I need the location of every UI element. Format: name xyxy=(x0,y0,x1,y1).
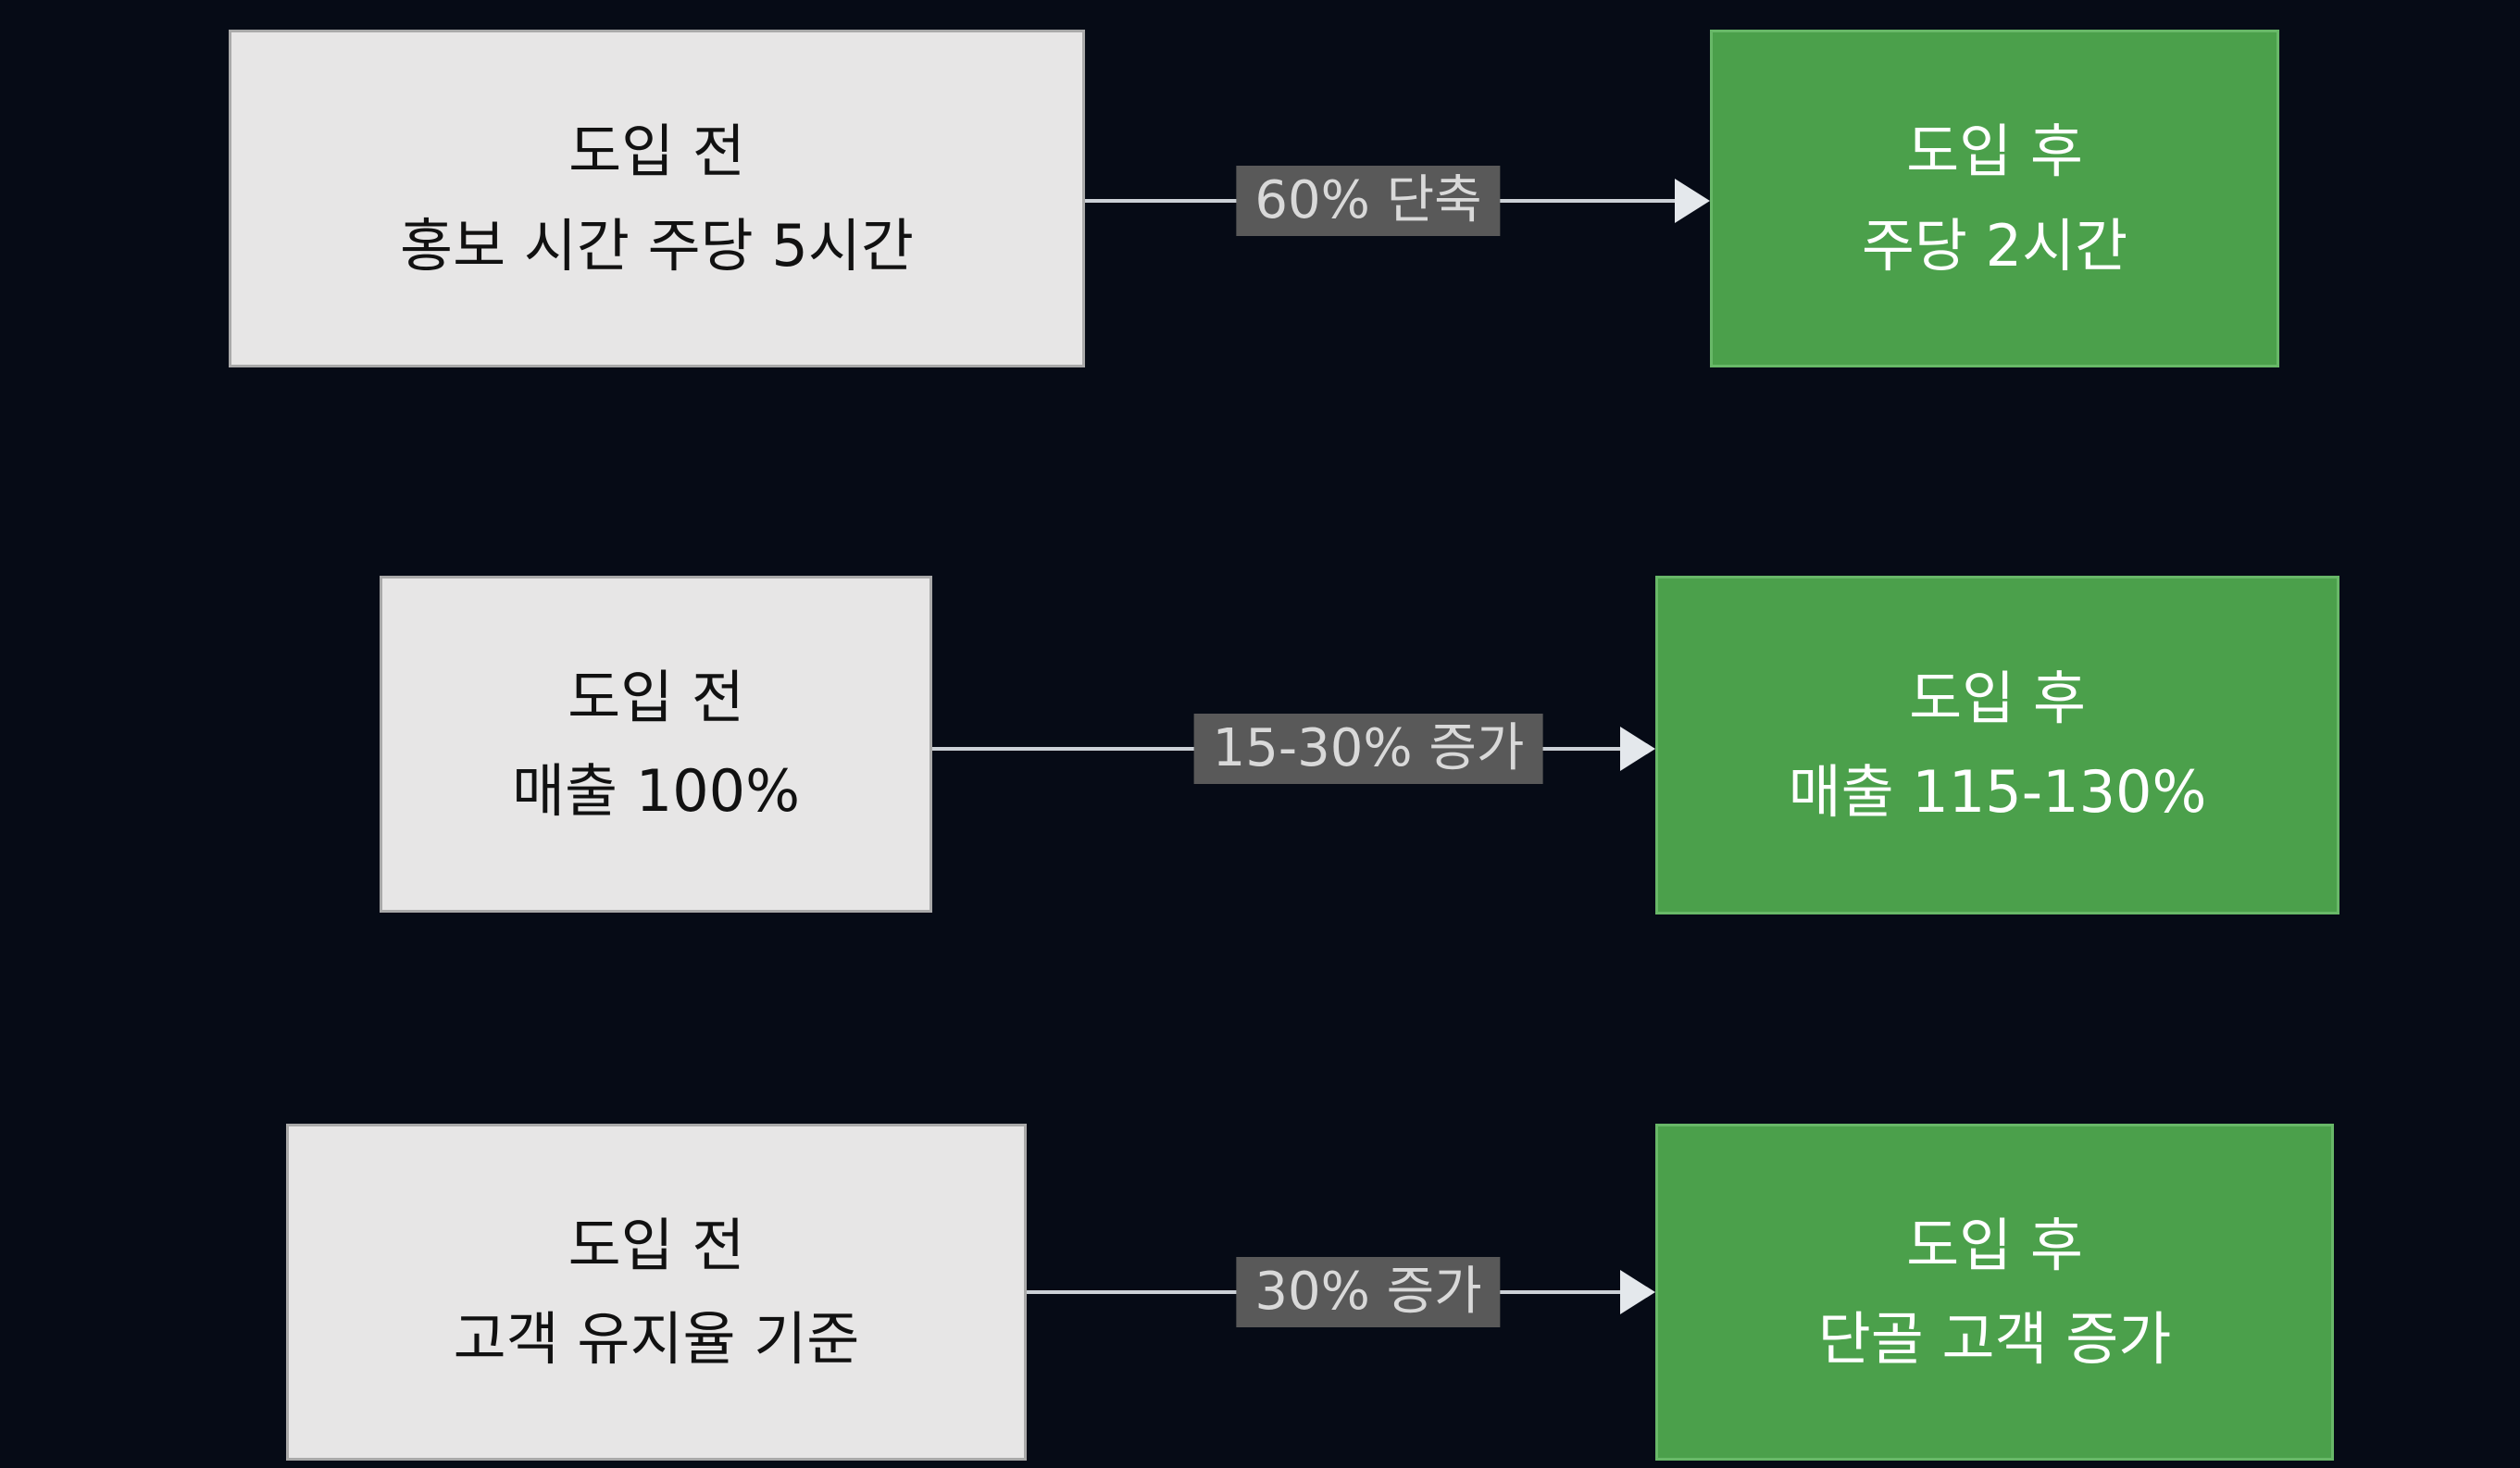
after-box-row3: 도입 후 단골 고객 증가 xyxy=(1655,1124,2334,1461)
after-box-line2: 매출 115-130% xyxy=(1788,758,2207,826)
after-box-row2: 도입 후 매출 115-130% xyxy=(1655,576,2339,914)
before-box-line2: 홍보 시간 주당 5시간 xyxy=(400,211,914,280)
arrow-head-icon-row3 xyxy=(1620,1270,1655,1314)
change-label-row3: 30% 증가 xyxy=(1236,1257,1501,1327)
before-box-row2: 도입 전 매출 100% xyxy=(380,576,932,913)
before-box-row1: 도입 전 홍보 시간 주당 5시간 xyxy=(229,30,1085,367)
after-box-line1: 도입 후 xyxy=(1906,1211,2083,1279)
arrow-head-icon-row2 xyxy=(1620,727,1655,771)
before-box-line2: 매출 100% xyxy=(511,757,801,825)
after-box-row1: 도입 후 주당 2시간 xyxy=(1710,30,2279,367)
before-box-line1: 도입 전 xyxy=(568,663,744,731)
before-box-line1: 도입 전 xyxy=(568,1211,745,1279)
after-box-line2: 단골 고객 증가 xyxy=(1817,1305,2172,1373)
before-box-row3: 도입 전 고객 유지율 기준 xyxy=(286,1124,1027,1461)
arrow-head-icon-row1 xyxy=(1675,179,1710,223)
after-box-line2: 주당 2시간 xyxy=(1861,211,2128,280)
before-box-line1: 도입 전 xyxy=(568,118,745,186)
change-label-row1: 60% 단축 xyxy=(1236,166,1501,236)
before-box-line2: 고객 유지율 기준 xyxy=(453,1305,860,1373)
after-box-line1: 도입 후 xyxy=(1906,118,2083,186)
change-label-row2: 15-30% 증가 xyxy=(1193,714,1543,784)
after-box-line1: 도입 후 xyxy=(1909,664,2086,732)
